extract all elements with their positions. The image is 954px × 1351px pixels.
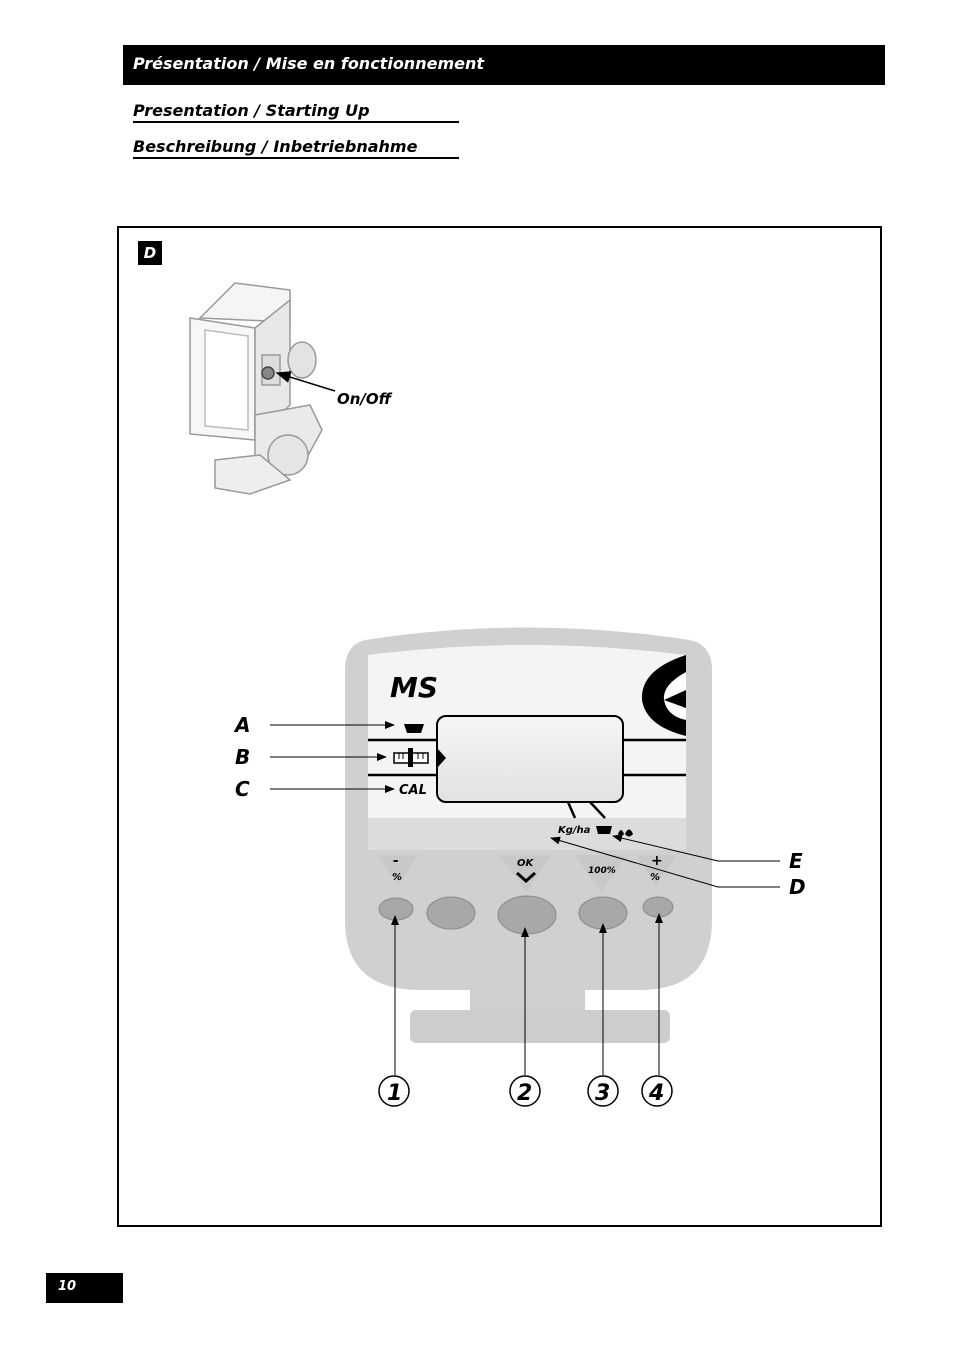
button-label-minus: - % xyxy=(378,853,418,886)
svg-text:2: 2 xyxy=(517,1081,532,1106)
ok-button xyxy=(497,895,557,935)
gauge-icon xyxy=(393,748,429,767)
svg-text:%: % xyxy=(650,872,660,883)
display-pointer-icon xyxy=(437,748,446,768)
svg-text:4: 4 xyxy=(648,1081,664,1106)
svg-text:100%: 100% xyxy=(588,866,616,876)
svg-text:OK: OK xyxy=(517,858,535,869)
header-title: Présentation / Mise en fonctionnement xyxy=(133,54,484,73)
figure-frame xyxy=(117,226,882,1227)
cal-label: CAL xyxy=(399,783,427,798)
button-label-100: 100% xyxy=(575,855,627,893)
svg-text:+: + xyxy=(651,853,663,869)
figure-badge: D xyxy=(138,241,162,265)
callout-arrows-left xyxy=(270,721,395,793)
callout-arrows-right xyxy=(550,834,780,888)
number-leaders xyxy=(391,913,663,1075)
label-strip xyxy=(368,818,686,850)
number-1: 1 xyxy=(378,1075,410,1107)
button-label-ok: OK xyxy=(500,855,552,892)
svg-text:3: 3 xyxy=(595,1081,610,1106)
terminal-sketch xyxy=(189,282,323,495)
number-2: 2 xyxy=(509,1075,541,1107)
page-number-box: 10 xyxy=(46,1273,123,1303)
svg-text:%: % xyxy=(392,872,402,883)
subtitle-english: Presentation / Starting Up xyxy=(133,101,459,123)
onoff-label: On/Off xyxy=(337,390,393,408)
number-4: 4 xyxy=(641,1075,673,1107)
page-number: 10 xyxy=(58,1279,77,1294)
unit-label: Kg/ha xyxy=(558,825,591,836)
minus-button xyxy=(378,897,414,921)
plus-button xyxy=(642,896,674,918)
svg-text:-: - xyxy=(393,853,399,869)
callout-b: B xyxy=(235,745,250,769)
number-3: 3 xyxy=(587,1075,619,1107)
lcd-display xyxy=(436,715,624,803)
subtitle-german: Beschreibung / Inbetriebnahme xyxy=(133,137,459,159)
callout-d: D xyxy=(789,875,806,899)
callout-a: A xyxy=(233,713,250,737)
callout-c: C xyxy=(235,777,250,801)
button-2-blank xyxy=(426,896,476,930)
svg-text:1: 1 xyxy=(387,1081,402,1106)
callout-e: E xyxy=(789,849,803,873)
hopper-drops-icon xyxy=(596,826,633,837)
brand-logo: MS xyxy=(390,671,438,704)
hopper-icon xyxy=(404,724,424,733)
manufacturer-logo-icon xyxy=(641,655,686,736)
header-bar: Présentation / Mise en fonctionnement xyxy=(123,45,885,85)
button-label-plus: + % xyxy=(636,853,676,886)
